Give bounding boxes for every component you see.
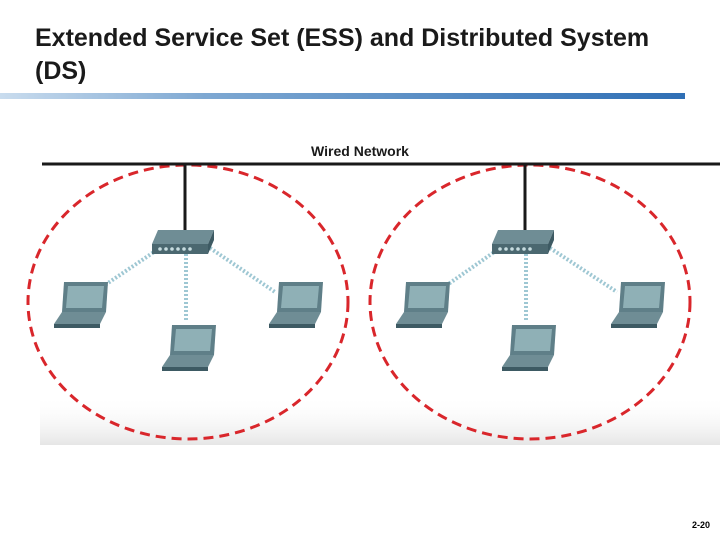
bss-left [54,230,323,371]
page-number: 2-20 [691,520,710,530]
floor-shadow [40,395,720,445]
laptop-icon [54,282,108,328]
title-rule [0,93,685,99]
laptop-icon [502,325,556,371]
laptop-icon [611,282,665,328]
backbone-label-bg [292,141,428,161]
access-point-icon [152,230,214,254]
access-point-icon [492,230,554,254]
bss-right [396,230,665,371]
slide-title: Extended Service Set (ESS) and Distribut… [35,24,650,85]
bss-cell-left [26,163,350,441]
laptop-icon [162,325,216,371]
wireless-link [548,246,619,294]
wireless-link [208,246,277,294]
wireless-link [445,246,502,287]
bss-cell-right [368,163,692,441]
wireless-link [103,246,162,287]
backbone-label: Wired Network [311,143,409,159]
laptop-icon [396,282,450,328]
laptop-icon [269,282,323,328]
ess-diagram: Wired Network [26,141,720,445]
